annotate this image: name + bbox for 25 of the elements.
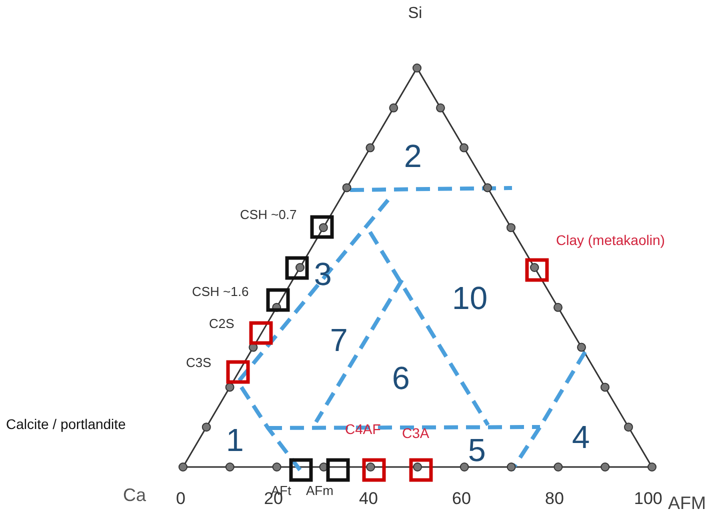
region-number: 4 bbox=[572, 421, 590, 453]
tick-label: 80 bbox=[545, 490, 564, 507]
tick-label: 60 bbox=[452, 490, 471, 507]
axis-label: Ca bbox=[123, 486, 146, 504]
point-label: Clay (metakaolin) bbox=[556, 233, 665, 247]
point-label: Calcite / portlandite bbox=[6, 417, 126, 431]
tick-label: 100 bbox=[634, 490, 662, 507]
point-label: C4AF bbox=[345, 422, 381, 436]
point-label: CSH ~1.6 bbox=[192, 285, 249, 298]
region-number: 10 bbox=[452, 282, 488, 314]
region-number: 5 bbox=[468, 434, 486, 466]
point-label: C2S bbox=[209, 317, 234, 330]
point-label: CSH ~0.7 bbox=[240, 208, 297, 221]
axis-label: AFM bbox=[668, 494, 706, 512]
tick-label: 40 bbox=[359, 490, 378, 507]
point-label: C3A bbox=[402, 426, 430, 440]
point-label: C3S bbox=[186, 356, 212, 369]
tick-label: 0 bbox=[176, 490, 186, 507]
region-number: 6 bbox=[392, 362, 410, 394]
point-label: AFm bbox=[306, 484, 334, 497]
axis-label: Si bbox=[408, 6, 422, 22]
region-number: 3 bbox=[314, 258, 332, 290]
region-number: 1 bbox=[226, 424, 244, 456]
region-number: 2 bbox=[404, 140, 422, 172]
region-number: 7 bbox=[330, 324, 348, 356]
